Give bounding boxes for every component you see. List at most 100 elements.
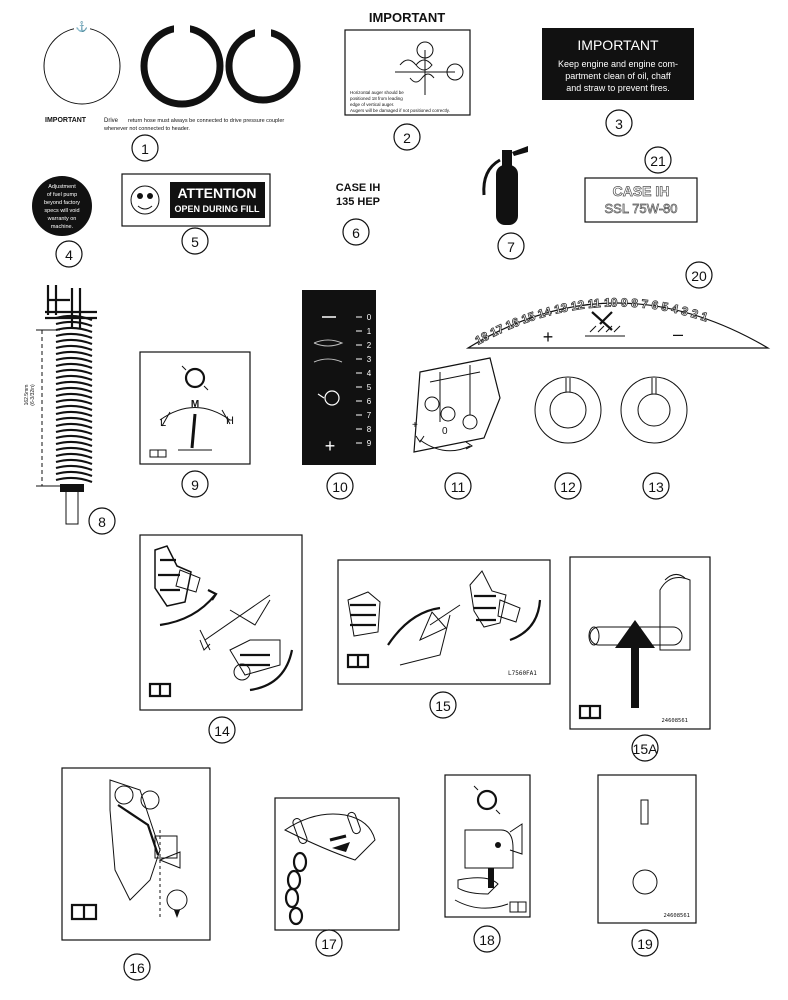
decal-11-plus: + xyxy=(412,420,418,431)
decal-3-line-1: Keep engine and engine com- xyxy=(558,59,678,69)
scale-label-6: 6 xyxy=(367,397,372,406)
callout-label: 10 xyxy=(332,479,348,495)
decal-1-text-c: whenever not connected to header. xyxy=(103,126,190,132)
drive-symbol-icon: ⚓ xyxy=(76,20,88,33)
decal-2-line-4: Augers will be damaged if not positioned… xyxy=(350,108,450,113)
callout-18: 18 xyxy=(473,925,501,953)
plus-icon: + xyxy=(543,327,554,347)
manual-book-icon xyxy=(149,449,167,458)
spring-coil xyxy=(55,344,93,352)
spring-coil xyxy=(55,398,93,406)
decal-12-ring xyxy=(534,376,602,444)
decal-2-line-2: positioned 18 from leading xyxy=(350,96,403,101)
spring-coil xyxy=(55,338,93,346)
decal-4-line-4: specs will void xyxy=(44,208,79,214)
callout-17: 17 xyxy=(315,929,343,957)
callout-label: 2 xyxy=(403,130,411,146)
callout-label: 15 xyxy=(435,698,451,714)
decal-15-code: L7560FA1 xyxy=(508,670,537,677)
callout-circle xyxy=(605,109,633,137)
spring-coil xyxy=(55,314,93,322)
callout-label: 17 xyxy=(321,936,337,952)
decal-3-line-3: and straw to prevent fires. xyxy=(566,83,670,93)
callout-circle xyxy=(393,123,421,151)
spring-coil xyxy=(55,476,93,484)
callout-label: 18 xyxy=(479,932,495,948)
callout-4: 4 xyxy=(55,240,83,268)
callout-19: 19 xyxy=(631,929,659,957)
callout-9: 9 xyxy=(181,470,209,498)
spring-coil xyxy=(55,422,93,430)
callout-circle xyxy=(631,734,659,762)
callout-circle xyxy=(444,472,472,500)
scale-label-7: 7 xyxy=(367,411,372,420)
callout-15a: 15A xyxy=(631,734,659,762)
callout-circle xyxy=(429,691,457,719)
spring-coil xyxy=(55,374,93,382)
spring-coil xyxy=(55,356,93,364)
callout-7: 7 xyxy=(497,232,525,260)
spring-coil xyxy=(55,386,93,394)
callout-label: 8 xyxy=(98,514,106,530)
scale-label-8: 8 xyxy=(367,425,372,434)
spring-coil xyxy=(55,326,93,334)
decal-2-line-1: Horizontal auger should be xyxy=(350,90,404,95)
decal-4-line-5: warranty on xyxy=(47,216,77,222)
callout-label: 19 xyxy=(637,936,653,952)
decal-14-label xyxy=(139,534,303,711)
decal-1-text-a: Drive xyxy=(104,118,119,124)
spring-coil xyxy=(55,452,93,460)
callout-6: 6 xyxy=(342,218,370,246)
callout-8: 8 xyxy=(88,507,116,535)
decal-19-label: 24608561 xyxy=(597,774,697,924)
callout-12: 12 xyxy=(554,472,582,500)
scale-label-9: 9 xyxy=(367,439,372,448)
spring-coil xyxy=(55,350,93,358)
callout-circle xyxy=(315,929,343,957)
decal-6-line-1: CASE IH xyxy=(336,182,381,194)
decal-11-zero: 0 xyxy=(442,426,448,437)
callout-label: 14 xyxy=(214,723,230,739)
manual-book-icon xyxy=(148,682,172,698)
decal-3-label: IMPORTANT Keep engine and engine com- pa… xyxy=(542,28,694,100)
decal-5-label: ATTENTION OPEN DURING FILL xyxy=(121,173,271,227)
spring-coil xyxy=(55,416,93,424)
callout-5: 5 xyxy=(181,227,209,255)
decal-15-label: L7560FA1 xyxy=(337,559,551,685)
spring-coil xyxy=(55,428,93,436)
scale-label-4: 4 xyxy=(367,369,372,378)
decal-19-code: 24608561 xyxy=(664,913,691,919)
spring-coil xyxy=(55,380,93,388)
decal-8-dimension-mm: 162.5mm xyxy=(24,385,30,406)
callout-label: 4 xyxy=(65,247,73,263)
decal-5-line-2: OPEN DURING FILL xyxy=(175,204,261,214)
callout-circle xyxy=(208,716,236,744)
decal-11-label: + 0 xyxy=(412,357,501,453)
scale-label-2: 2 xyxy=(367,341,372,350)
spring-coil xyxy=(55,464,93,472)
spring-coil xyxy=(55,458,93,466)
decal-1-text-b: return hose must always be connected to … xyxy=(128,118,284,124)
callout-3: 3 xyxy=(605,109,633,137)
decal-8-dimension-in: (6-3/32in) xyxy=(30,384,36,406)
callout-circle xyxy=(131,134,159,162)
spring-coil xyxy=(55,446,93,454)
decal-9-h: H xyxy=(226,415,234,427)
callout-label: 20 xyxy=(691,268,707,284)
decal-6-line-2: 135 HEP xyxy=(336,196,380,208)
decal-13-ring xyxy=(620,376,688,444)
callout-circle xyxy=(181,470,209,498)
chain-icon xyxy=(284,851,308,926)
spring-coil xyxy=(55,434,93,442)
callout-circle xyxy=(631,929,659,957)
callout-label: 21 xyxy=(650,153,666,169)
manual-book-icon xyxy=(346,653,370,669)
decal-21-label: CASE IH SSL 75W-80 xyxy=(584,177,698,223)
decal-15a-label: 24608561 xyxy=(569,556,711,730)
callout-16: 16 xyxy=(123,953,151,981)
callout-circle xyxy=(644,146,672,174)
callout-circle xyxy=(342,218,370,246)
decal-18-label xyxy=(444,774,531,918)
decal-4-line-1: Adjustment xyxy=(48,184,76,190)
